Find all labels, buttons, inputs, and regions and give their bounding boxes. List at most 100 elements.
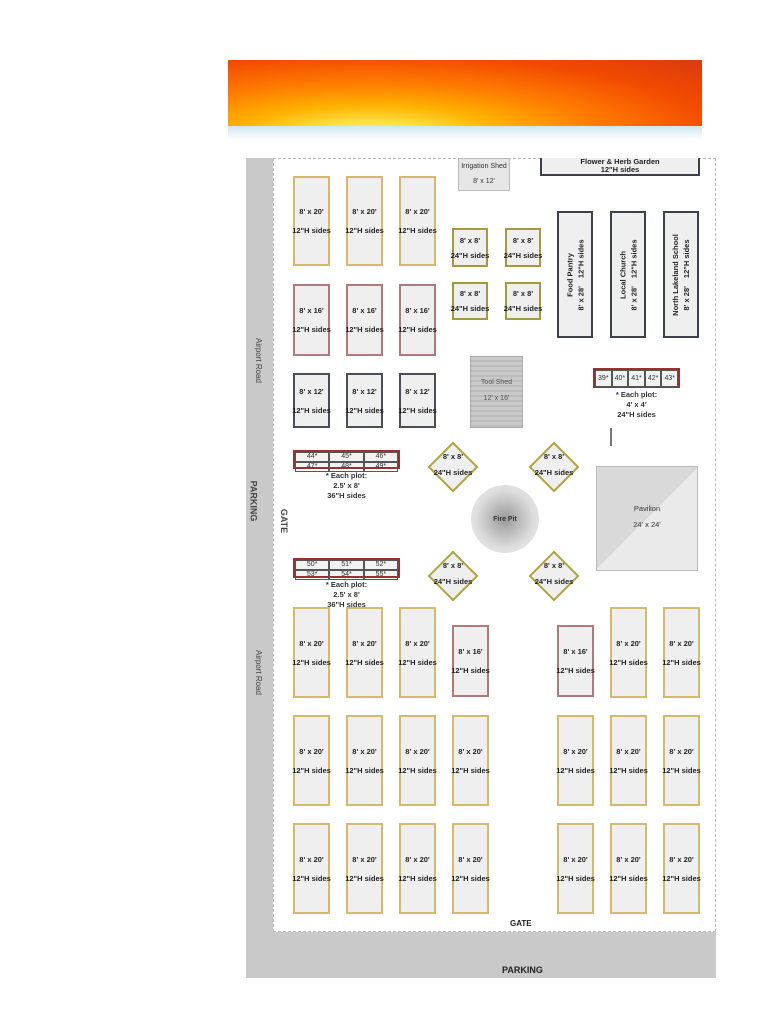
plot-size: 8' x 12' (405, 386, 430, 396)
garden-plot[interactable]: 8' x 8'24"H sides (451, 228, 489, 267)
plot-sides: 12"H sides (345, 325, 384, 334)
plot-size: 8' x 20' (405, 746, 430, 756)
tool-shed-name: Tool Shed (480, 379, 513, 386)
raised-bed-grid: 44*45*46* 47*48*49* (293, 450, 400, 472)
garden-plot[interactable]: 8' x 20'12"H sides (398, 607, 437, 698)
garden-plot[interactable]: 8' x 20'12"H sides (609, 607, 648, 698)
plot-sides: 12"H sides (292, 325, 331, 334)
garden-plot[interactable]: 8' x 20'12"H sides (451, 715, 490, 806)
garden-plot[interactable]: 8' x 16'12"H sides (398, 284, 437, 356)
garden-plot[interactable]: 8' x 20'12"H sides (556, 715, 595, 806)
plot-sides: 12"H sides (609, 873, 648, 883)
garden-plot[interactable]: 8' x 16'12"H sides (556, 625, 595, 697)
grid-plot-cell[interactable]: 39* (595, 370, 612, 387)
garden-plot[interactable]: 8' x 20'12"H sides (609, 823, 648, 914)
plot-sides: 12"H sides (451, 765, 490, 775)
garden-plot[interactable]: 8' x 16'12"H sides (345, 284, 384, 356)
grid-plot-cell[interactable]: 40* (611, 370, 629, 387)
garden-plot[interactable]: 8' x 20'12"H sides (398, 823, 437, 914)
garden-plot[interactable]: 8' x 20'12"H sides (609, 715, 648, 806)
community-plot-name: Food Pantry (565, 252, 574, 297)
community-plot-size: 8' x 28'12"H sides (575, 239, 586, 310)
garden-plot[interactable]: 8' x 20'12"H sides (345, 176, 384, 266)
garden-plot[interactable]: 8' x 20'12"H sides (292, 715, 331, 806)
garden-plot[interactable]: 8' x 20' 12"H sides (292, 176, 331, 266)
plot-size: 8' x 16' (458, 647, 483, 656)
plot-sides: 12"H sides (398, 657, 437, 667)
garden-plot[interactable]: 8' x 20'12"H sides (451, 823, 490, 914)
plot-size: 8' x 20' (352, 207, 377, 216)
parking-label: PARKING (502, 965, 543, 975)
garden-plot[interactable]: 8' x 8'24"H sides (504, 228, 542, 267)
grid-note-line: * Each plot: (325, 471, 368, 480)
community-plot-dims: 8' x 28' (576, 285, 585, 310)
plot-sides: 12"H sides (292, 873, 331, 883)
plot-sides: 12"H sides (398, 325, 437, 334)
plot-sides: 12"H sides (609, 765, 648, 775)
garden-plot[interactable]: 8' x 20'12"H sides (662, 823, 701, 914)
plot-size: 8' x 20' (405, 854, 430, 864)
grid-plot-cell[interactable]: 49* (363, 462, 398, 472)
diamond-plot-size: 8' x 8' (543, 452, 565, 461)
grid-plot-cell[interactable]: 54* (329, 570, 364, 580)
plot-size: 8' x 20' (405, 207, 430, 216)
garden-plot[interactable]: 8' x 8'24"H sides (504, 282, 542, 320)
garden-plot[interactable]: 8' x 20'12"H sides (662, 607, 701, 698)
grid-plot-cell[interactable]: 47* (295, 462, 330, 472)
grid-plot-cell[interactable]: 42* (644, 370, 662, 387)
garden-plot[interactable]: 8' x 20'12"H sides (292, 607, 331, 698)
diamond-plot-sides: 24"H sides (433, 468, 473, 477)
grid-plot-cell[interactable]: 50* (295, 560, 330, 570)
grid-plot-note: * Each plot:2.5' x 8'36"H sides (293, 580, 400, 610)
grid-plot-cell[interactable]: 52* (363, 560, 398, 570)
plot-sides: 12"H sides (398, 405, 437, 415)
grid-plot-cell[interactable]: 48* (329, 462, 364, 472)
garden-plot[interactable]: 8' x 20'12"H sides (345, 607, 384, 698)
grid-plot-cell[interactable]: 51* (329, 560, 364, 570)
garden-plot[interactable]: 8' x 20'12"H sides (556, 823, 595, 914)
garden-plot[interactable]: 8' x 12'12"H sides (345, 373, 384, 428)
garden-plot[interactable]: 8' x 20'12"H sides (345, 823, 384, 914)
grid-plot-cell[interactable]: 43* (661, 370, 678, 387)
garden-plot[interactable]: 8' x 20'12"H sides (662, 715, 701, 806)
garden-plot[interactable]: 8' x 20'12"H sides (345, 715, 384, 806)
sunburst-banner (228, 60, 702, 140)
garden-plot[interactable]: 8' x 20' 12"H sides (398, 715, 437, 806)
grid-note-line: 2.5' x 8' (333, 590, 360, 599)
plot-size: 8' x 20' (299, 207, 324, 216)
flower-herb-sides: 12"H sides (600, 165, 640, 174)
plot-size: 8' x 16' (563, 647, 588, 656)
garden-plot[interactable]: 8' x 12'12"H sides (292, 373, 331, 428)
grid-plot-cell[interactable]: 45* (329, 452, 364, 462)
grid-plot-cell[interactable]: 46* (363, 452, 398, 462)
garden-plot[interactable]: 8' x 12' 12"H sides (398, 373, 437, 428)
plot-sides: 12"H sides (451, 666, 490, 675)
garden-plot[interactable]: 8' x 16' 12"H sides (451, 625, 490, 697)
diamond-plot-size: 8' x 8' (442, 452, 464, 461)
garden-plot[interactable]: 8' x 20'12"H sides (398, 176, 437, 266)
parking-lot-bottom (246, 932, 716, 978)
grid-plot-cell[interactable]: 41* (628, 370, 645, 387)
diamond-plot-size: 8' x 8' (543, 561, 565, 570)
garden-plot[interactable]: 8' x 20'12"H sides (292, 823, 331, 914)
plot-sides: 12"H sides (556, 765, 595, 775)
flower-herb-name: Flower & Herb Garden (580, 157, 660, 166)
plot-sides: 12"H sides (292, 657, 331, 667)
grid-plot-cell[interactable]: 44* (295, 452, 330, 462)
grid-plot-cell[interactable]: 55* (363, 570, 398, 580)
plot-sides: 12"H sides (292, 226, 331, 235)
garden-plot[interactable]: 8' x 8'24"H sides (451, 282, 489, 320)
fire-pit-label: Fire Pit (493, 515, 517, 523)
grid-plot-cell[interactable]: 53* (295, 570, 330, 580)
garden-plot[interactable]: 8' x 16'12"H sides (292, 284, 331, 356)
pavilion-size: 24' x 24' (633, 520, 661, 529)
community-plot-name: Local Church (618, 250, 627, 299)
plot-size: 8' x 20' (352, 746, 377, 756)
grid-note-line: * Each plot: (615, 390, 658, 399)
plot-sides: 12"H sides (398, 765, 437, 775)
